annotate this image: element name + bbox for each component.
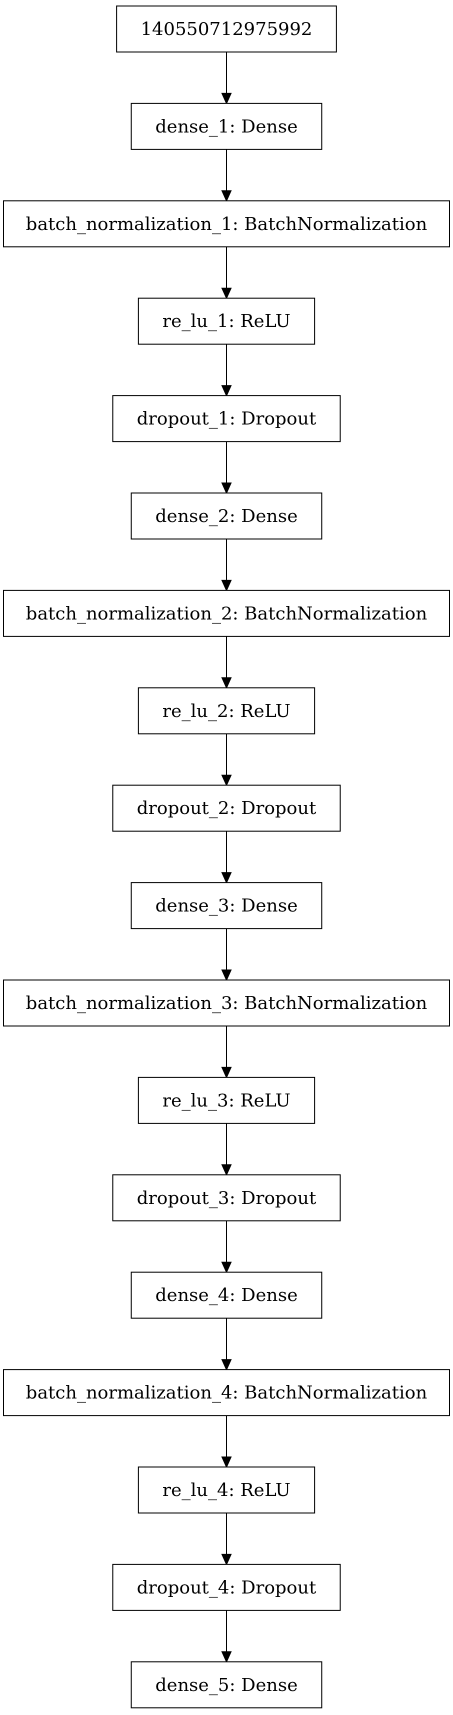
arrow-head-icon	[221, 385, 232, 397]
node-label: batch_normalization_1: BatchNormalizatio…	[26, 214, 428, 235]
edges-layer	[221, 52, 232, 1664]
node-dense_3: dense_3: Dense	[130, 882, 323, 930]
node-label: batch_normalization_3: BatchNormalizatio…	[26, 993, 428, 1014]
edge-batch_normalization_3-to-re_lu_3	[221, 1026, 232, 1079]
node-label: re_lu_4: ReLU	[162, 1480, 290, 1501]
node-dense_4: dense_4: Dense	[130, 1271, 323, 1319]
node-label: dense_4: Dense	[155, 1285, 297, 1306]
node-label: re_lu_2: ReLU	[162, 701, 290, 722]
edge-re_lu_2-to-dropout_2	[221, 733, 232, 787]
edge-dropout_2-to-dense_3	[221, 831, 232, 884]
node-label: dense_2: Dense	[155, 506, 297, 527]
node-input: 140550712975992	[116, 5, 337, 53]
node-box	[3, 1369, 450, 1417]
edge-re_lu_4-to-dropout_4	[221, 1513, 232, 1566]
node-box	[130, 1661, 323, 1709]
arrow-head-icon	[221, 1359, 232, 1371]
arrow-head-icon	[221, 1164, 232, 1177]
arrow-head-icon	[221, 1553, 232, 1566]
node-box	[130, 102, 323, 150]
edge-dropout_3-to-dense_4	[221, 1220, 232, 1274]
node-re_lu_1: re_lu_1: ReLU	[137, 297, 316, 345]
node-dropout_3: dropout_3: Dropout	[112, 1174, 341, 1222]
edge-dropout_4-to-dense_5	[221, 1610, 232, 1664]
node-re_lu_4: re_lu_4: ReLU	[137, 1466, 316, 1514]
node-dropout_4: dropout_4: Dropout	[112, 1563, 341, 1611]
node-batch_normalization_2: batch_normalization_2: BatchNormalizatio…	[3, 589, 450, 637]
node-box	[137, 687, 316, 735]
node-label: re_lu_1: ReLU	[162, 311, 290, 332]
node-label: dense_5: Dense	[155, 1675, 297, 1696]
node-box	[130, 882, 323, 930]
node-dense_1: dense_1: Dense	[130, 102, 323, 150]
node-box	[112, 1563, 341, 1611]
node-box	[3, 200, 450, 248]
node-re_lu_3: re_lu_3: ReLU	[137, 1076, 316, 1124]
arrow-head-icon	[221, 969, 232, 982]
node-dropout_2: dropout_2: Dropout	[112, 784, 341, 832]
node-box	[116, 5, 337, 53]
node-dense_5: dense_5: Dense	[130, 1661, 323, 1709]
node-box	[3, 979, 450, 1027]
nodes-layer: 140550712975992 dense_1: Dense batch_norma…	[3, 5, 450, 1709]
edge-batch_normalization_1-to-re_lu_1	[221, 246, 232, 300]
node-label: dropout_1: Dropout	[137, 409, 317, 430]
node-batch_normalization_4: batch_normalization_4: BatchNormalizatio…	[3, 1369, 450, 1417]
arrow-head-icon	[221, 482, 232, 495]
arrow-head-icon	[221, 1456, 232, 1469]
arrow-head-icon	[221, 872, 232, 884]
node-box	[130, 1271, 323, 1319]
node-batch_normalization_3: batch_normalization_3: BatchNormalizatio…	[3, 979, 450, 1027]
node-batch_normalization_1: batch_normalization_1: BatchNormalizatio…	[3, 200, 450, 248]
node-box	[3, 589, 450, 637]
arrow-head-icon	[221, 774, 232, 787]
node-label: dropout_3: Dropout	[137, 1188, 317, 1209]
node-label: dropout_4: Dropout	[137, 1577, 317, 1598]
edge-dense_3-to-batch_normalization_3	[221, 928, 232, 982]
node-box	[112, 395, 341, 443]
edge-batch_normalization_2-to-re_lu_2	[221, 636, 232, 690]
edge-dense_1-to-batch_normalization_1	[221, 149, 232, 203]
node-box	[130, 492, 323, 540]
node-label: dropout_2: Dropout	[137, 798, 317, 819]
edge-dense_4-to-batch_normalization_4	[221, 1318, 232, 1371]
node-label: batch_normalization_4: BatchNormalizatio…	[26, 1383, 428, 1404]
arrow-head-icon	[221, 1261, 232, 1274]
edge-input-to-dense_1	[221, 52, 232, 105]
arrow-head-icon	[221, 1651, 232, 1664]
edge-dropout_1-to-dense_2	[221, 441, 232, 495]
edge-dense_2-to-batch_normalization_2	[221, 539, 232, 592]
edge-batch_normalization_4-to-re_lu_4	[221, 1415, 232, 1469]
edge-re_lu_1-to-dropout_1	[221, 344, 232, 397]
node-dense_2: dense_2: Dense	[130, 492, 323, 540]
arrow-head-icon	[221, 579, 232, 592]
node-box	[112, 784, 341, 832]
node-box	[137, 297, 316, 345]
arrow-head-icon	[221, 677, 232, 690]
node-label: re_lu_3: ReLU	[162, 1090, 290, 1111]
node-label: 140550712975992	[141, 19, 313, 40]
node-label: dense_1: Dense	[155, 116, 297, 137]
node-box	[112, 1174, 341, 1222]
node-re_lu_2: re_lu_2: ReLU	[137, 687, 316, 735]
arrow-head-icon	[221, 92, 232, 105]
node-label: dense_3: Dense	[155, 896, 297, 917]
node-dropout_1: dropout_1: Dropout	[112, 395, 341, 443]
arrow-head-icon	[221, 190, 232, 203]
node-box	[137, 1076, 316, 1124]
arrow-head-icon	[221, 1066, 232, 1079]
edge-re_lu_3-to-dropout_3	[221, 1123, 232, 1177]
node-label: batch_normalization_2: BatchNormalizatio…	[26, 603, 428, 624]
node-box	[137, 1466, 316, 1514]
arrow-head-icon	[221, 287, 232, 300]
